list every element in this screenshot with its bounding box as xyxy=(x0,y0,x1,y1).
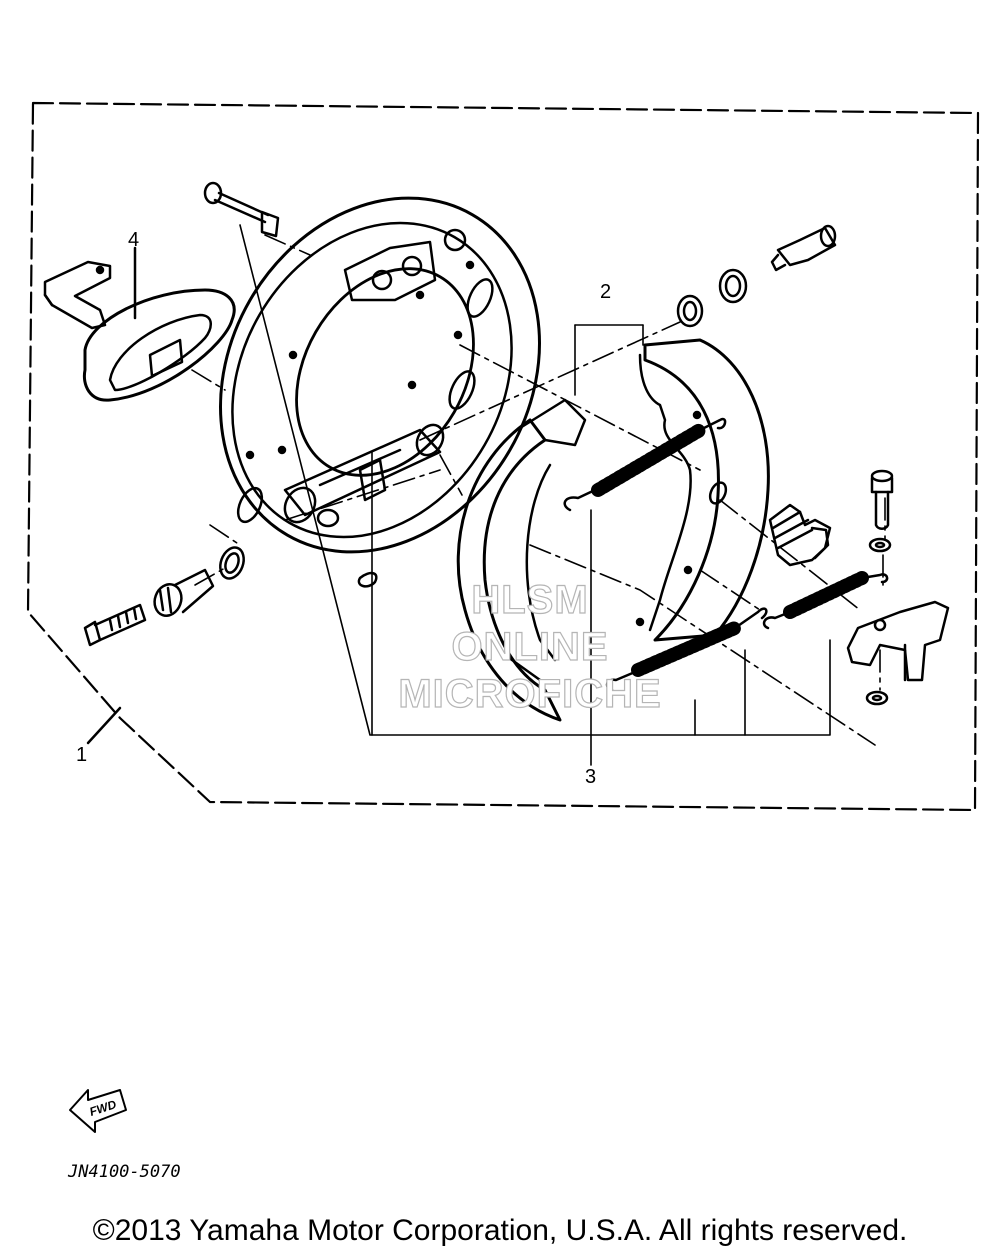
bracket-part xyxy=(43,260,112,330)
brake-shoe-right xyxy=(635,338,770,642)
watermark-line-3: MICROFICHE xyxy=(398,671,662,716)
callout-2: 2 xyxy=(600,281,612,303)
small-washer xyxy=(868,537,892,553)
adjuster-nut xyxy=(153,568,215,617)
hold-down-pin xyxy=(870,469,894,530)
assembly-boundary xyxy=(26,101,980,812)
washer-top xyxy=(676,294,704,328)
adjuster-screw xyxy=(768,503,832,567)
adjuster-spring xyxy=(762,571,889,630)
callout-3: 3 xyxy=(585,766,597,788)
cover-plate xyxy=(82,288,236,402)
diagram-code: JN4100-5070 xyxy=(68,1162,181,1182)
long-bolt xyxy=(203,181,280,238)
lower-washer xyxy=(865,690,889,706)
seal-ring xyxy=(718,268,748,304)
watermark-line-1: HLSM xyxy=(471,577,589,622)
brake-shoe-left xyxy=(456,398,587,722)
piston-plug xyxy=(770,224,837,272)
bolt-part xyxy=(83,603,147,647)
callout-1: 1 xyxy=(76,744,88,766)
washer-left xyxy=(219,546,245,580)
copyright-notice: ©2013 Yamaha Motor Corporation, U.S.A. A… xyxy=(92,1214,908,1247)
callout-4: 4 xyxy=(128,229,140,251)
upper-return-spring xyxy=(563,417,727,512)
lower-return-spring xyxy=(605,607,768,692)
forward-arrow-icon xyxy=(69,1089,127,1133)
leader-lines xyxy=(239,224,831,766)
callout-1-leader xyxy=(86,706,122,745)
clip-small xyxy=(357,571,378,588)
center-lines xyxy=(191,234,886,746)
adjuster-lever-bracket xyxy=(846,600,950,682)
watermark-line-2: ONLINE xyxy=(451,624,609,669)
brake-backing-plate xyxy=(219,196,541,554)
